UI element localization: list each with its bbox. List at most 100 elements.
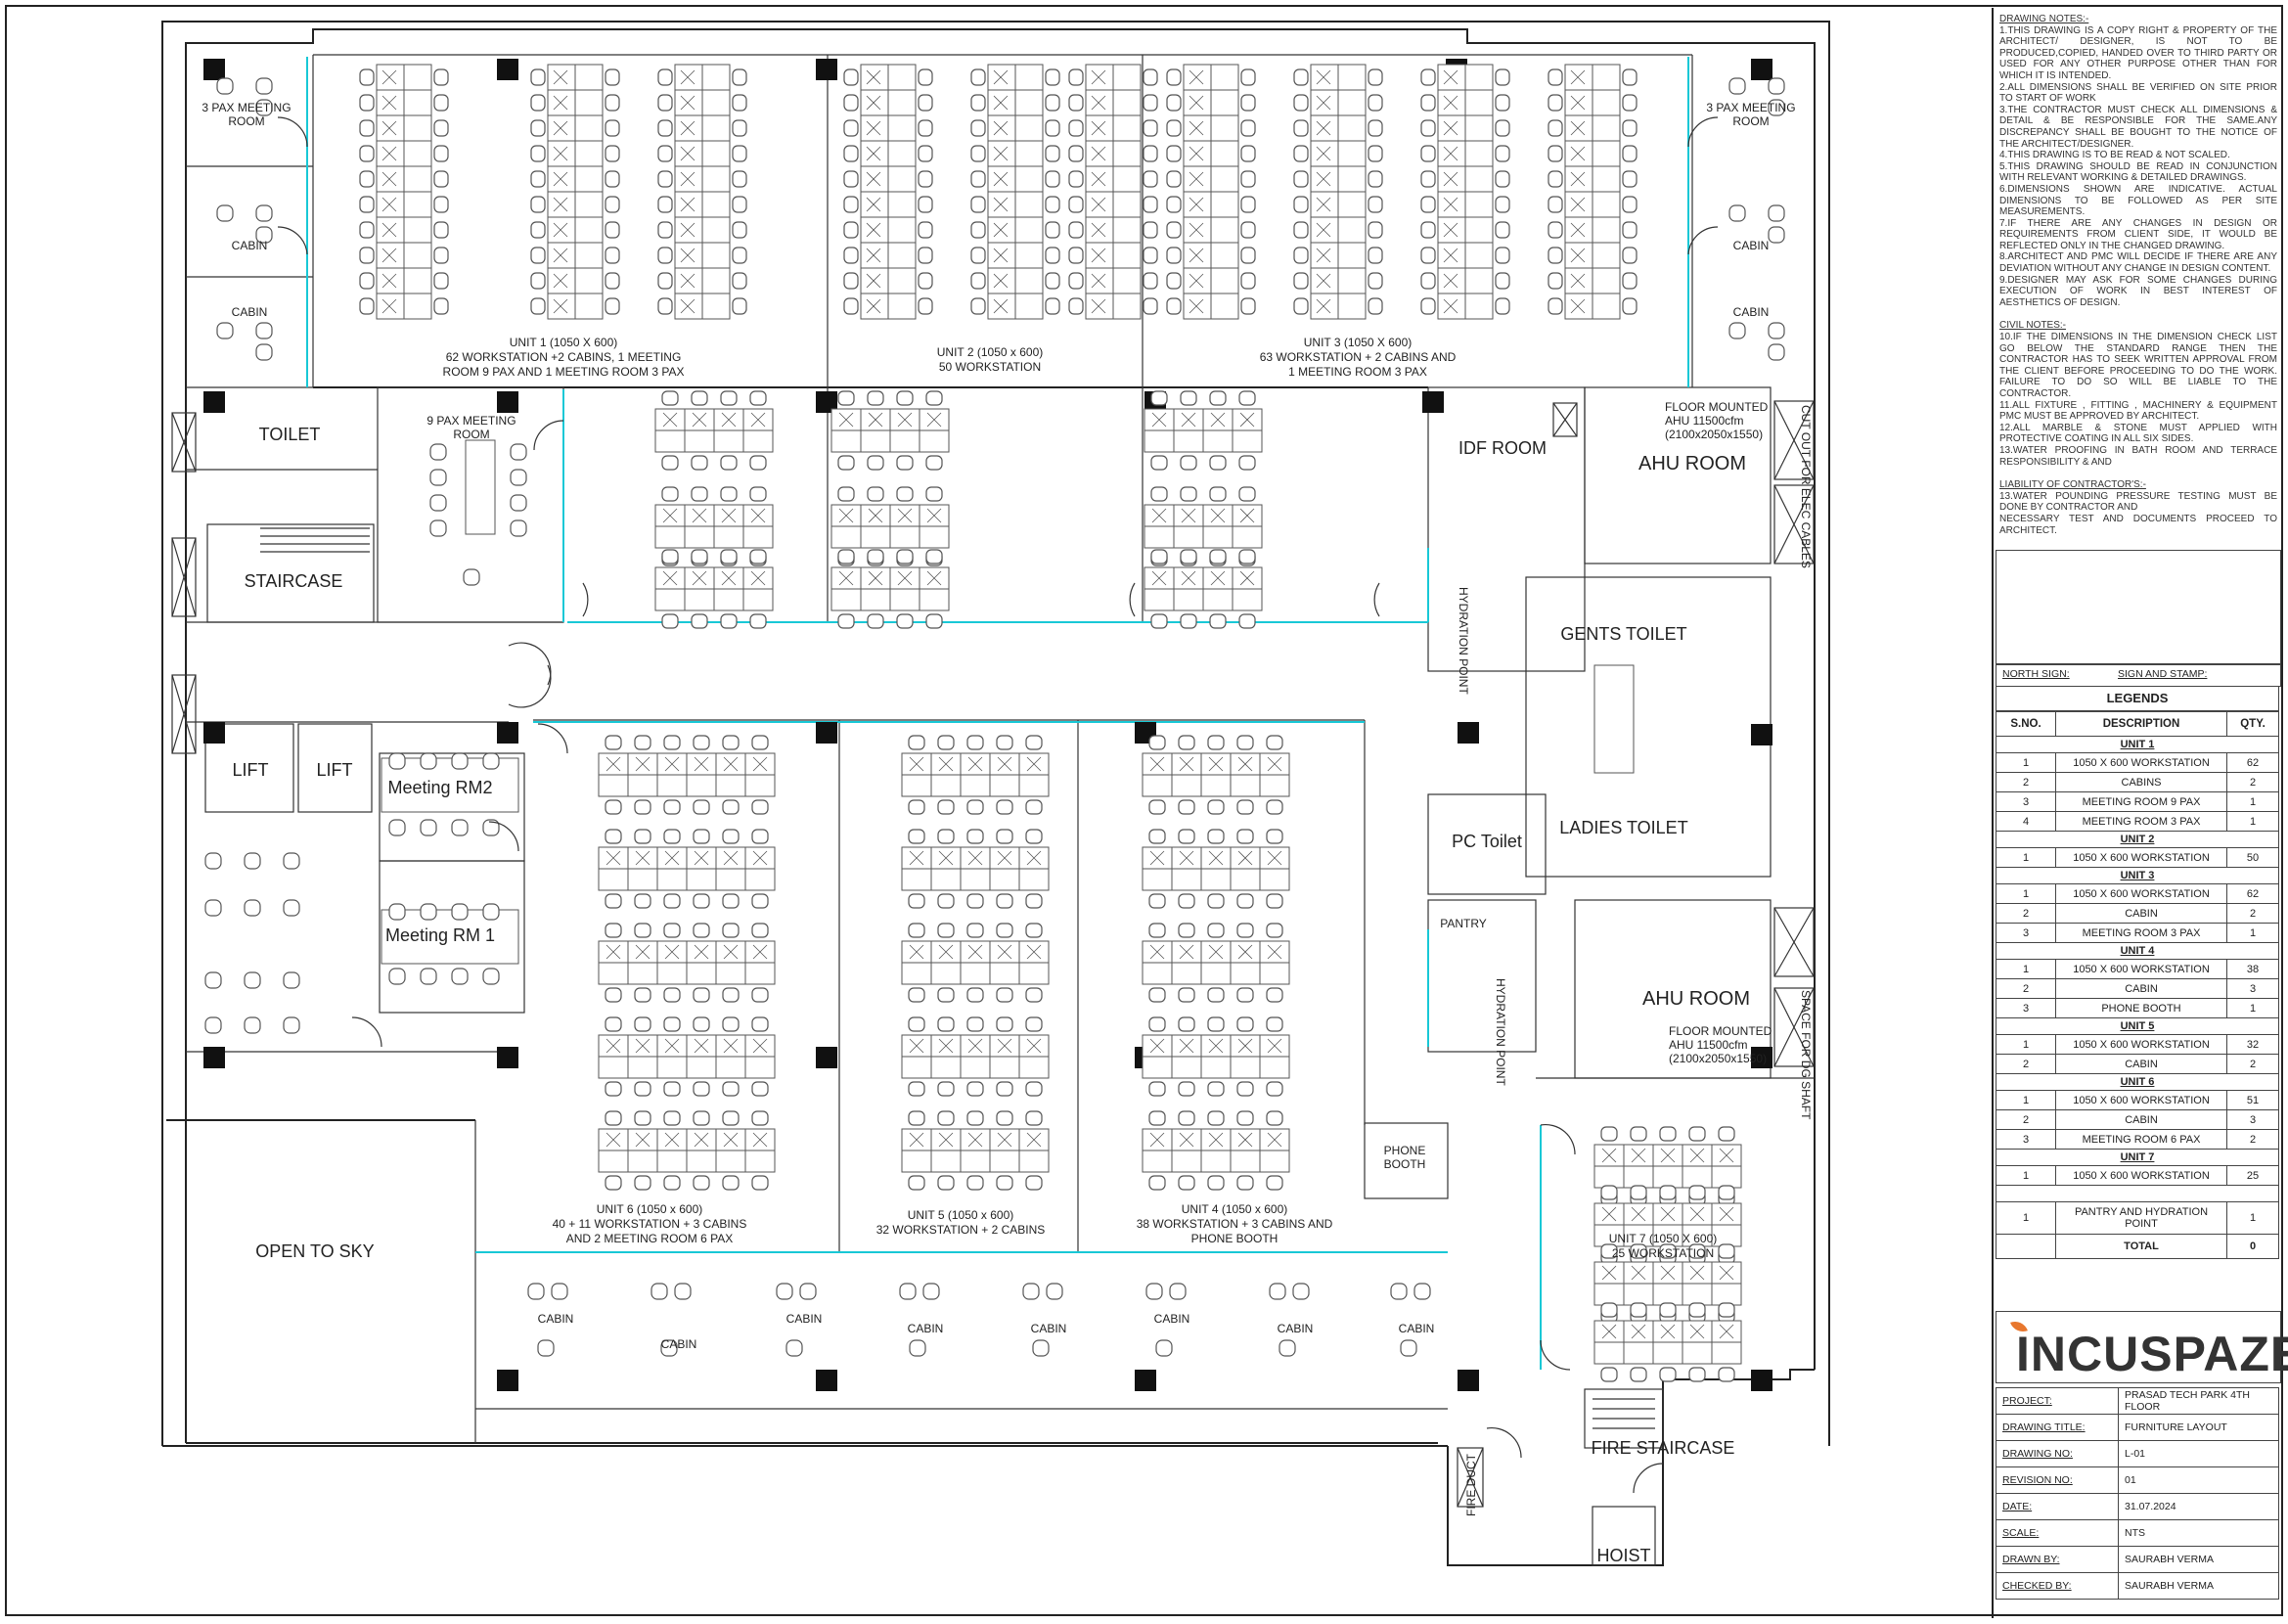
monitor-mark — [1189, 273, 1204, 289]
legend-sno: 1 — [1996, 1034, 2056, 1055]
workstation-desk — [1564, 64, 1593, 91]
workstation-desk — [376, 114, 405, 142]
workstation-chair — [1368, 170, 1383, 188]
workstation-desk — [987, 140, 1016, 167]
chair — [1145, 1283, 1163, 1300]
workstation-chair — [732, 145, 747, 162]
workstation-chair — [751, 1081, 769, 1097]
workstation-desk — [701, 140, 731, 167]
workstation-desk — [1464, 293, 1494, 320]
workstation-chair — [433, 170, 449, 188]
workstation-desk — [574, 114, 604, 142]
title-block-key: DATE: — [1996, 1493, 2119, 1520]
workstation-chair — [605, 799, 622, 815]
workstation-chair — [1209, 486, 1227, 502]
cabin-labels-bottom: CABIN CABIN CABIN CABIN CABIN CABIN CABI… — [538, 1312, 1435, 1351]
monitor-mark — [694, 1132, 709, 1148]
workstation-desk — [860, 64, 889, 91]
monitor-mark — [866, 273, 881, 289]
workstation-desk — [1564, 293, 1593, 320]
legend-header-sno: S.NO. — [1996, 711, 2056, 737]
workstation-chair — [1143, 247, 1158, 264]
workstation-desk — [1310, 293, 1339, 320]
workstation-chair — [693, 987, 710, 1003]
workstation-chair — [605, 94, 620, 112]
chair — [255, 204, 273, 222]
legend-qty: 2 — [2226, 903, 2279, 924]
workstation-chair — [732, 94, 747, 112]
structural-column — [1458, 1370, 1479, 1391]
label-cabin-b8: CABIN — [1399, 1322, 1435, 1335]
workstation-chair — [720, 549, 738, 564]
workstation-chair — [530, 297, 546, 315]
workstation-chair — [1166, 119, 1182, 137]
workstation-desk — [376, 165, 405, 193]
monitor-mark — [1208, 944, 1224, 960]
workstation-chair — [1293, 94, 1309, 112]
workstation-chair — [1240, 221, 1256, 239]
sign-row: NORTH SIGN: SIGN AND STAMP: — [1996, 663, 2281, 687]
monitor-mark — [909, 850, 924, 866]
workstation-desk — [547, 293, 576, 320]
workstation-desk — [887, 216, 917, 244]
workstation-chair — [433, 119, 449, 137]
chair — [482, 903, 500, 921]
monitor-mark — [1660, 1265, 1676, 1281]
workstation-desk — [960, 1150, 991, 1173]
monitor-mark — [381, 222, 397, 238]
workstation-desk — [1711, 1283, 1742, 1306]
workstation-desk — [1112, 293, 1142, 320]
structural-column — [203, 722, 225, 744]
monitor-mark — [1570, 146, 1586, 161]
monitor-mark — [1091, 69, 1106, 85]
workstation-desk — [744, 1056, 776, 1079]
label-cabin-b2: CABIN — [661, 1337, 697, 1351]
workstation-desk — [1200, 1150, 1232, 1173]
workstation-chair — [966, 987, 984, 1003]
label-cabin-l1: CABIN — [232, 239, 268, 252]
workstation-desk — [1682, 1165, 1713, 1189]
workstation-desk — [1144, 525, 1175, 549]
title-block-row: DRAWING NO:L-01 — [1996, 1440, 2279, 1467]
monitor-mark — [1237, 850, 1253, 866]
monitor-mark — [1316, 69, 1331, 85]
monitor-mark — [553, 120, 568, 136]
monitor-mark — [993, 69, 1009, 85]
workstation-desk — [901, 1056, 932, 1079]
workstation-chair — [1688, 1243, 1706, 1259]
workstation-chair — [720, 390, 738, 406]
monitor-mark — [635, 1038, 651, 1054]
monitor-mark — [1660, 1148, 1676, 1163]
workstation-chair — [1148, 829, 1166, 844]
monitor-mark — [1149, 1038, 1165, 1054]
workstation-chair — [751, 893, 769, 909]
workstation-chair — [1236, 923, 1254, 938]
workstation-chair — [605, 923, 622, 938]
workstation-desk — [674, 191, 703, 218]
workstation-desk — [901, 1150, 932, 1173]
monitor-mark — [1719, 1148, 1734, 1163]
label-3pax-left: 3 PAX MEETING — [202, 101, 291, 114]
workstation-chair — [605, 1110, 622, 1126]
workstation-desk — [1464, 267, 1494, 294]
workstation-chair — [634, 735, 651, 750]
workstation-chair — [1630, 1367, 1647, 1382]
toilet-partition — [1593, 664, 1635, 774]
workstation-chair — [925, 613, 943, 629]
workstation-desk — [987, 89, 1016, 116]
label-idf-room: IDF ROOM — [1458, 438, 1547, 458]
workstation-chair — [693, 923, 710, 938]
workstation-desk — [1210, 242, 1239, 269]
workstation-chair — [605, 297, 620, 315]
legend-title: LEGENDS — [1996, 686, 2279, 711]
workstation-desk — [1210, 216, 1239, 244]
workstation-desk — [1085, 165, 1114, 193]
monitor-mark — [750, 412, 766, 428]
legend-desc: MEETING ROOM 3 PAX — [2055, 811, 2227, 832]
monitor-mark — [694, 944, 709, 960]
workstation-desk — [989, 774, 1020, 797]
monitor-mark — [1181, 570, 1196, 586]
monitor-mark — [381, 69, 397, 85]
workstation-chair — [1240, 170, 1256, 188]
workstation-chair — [1548, 119, 1563, 137]
